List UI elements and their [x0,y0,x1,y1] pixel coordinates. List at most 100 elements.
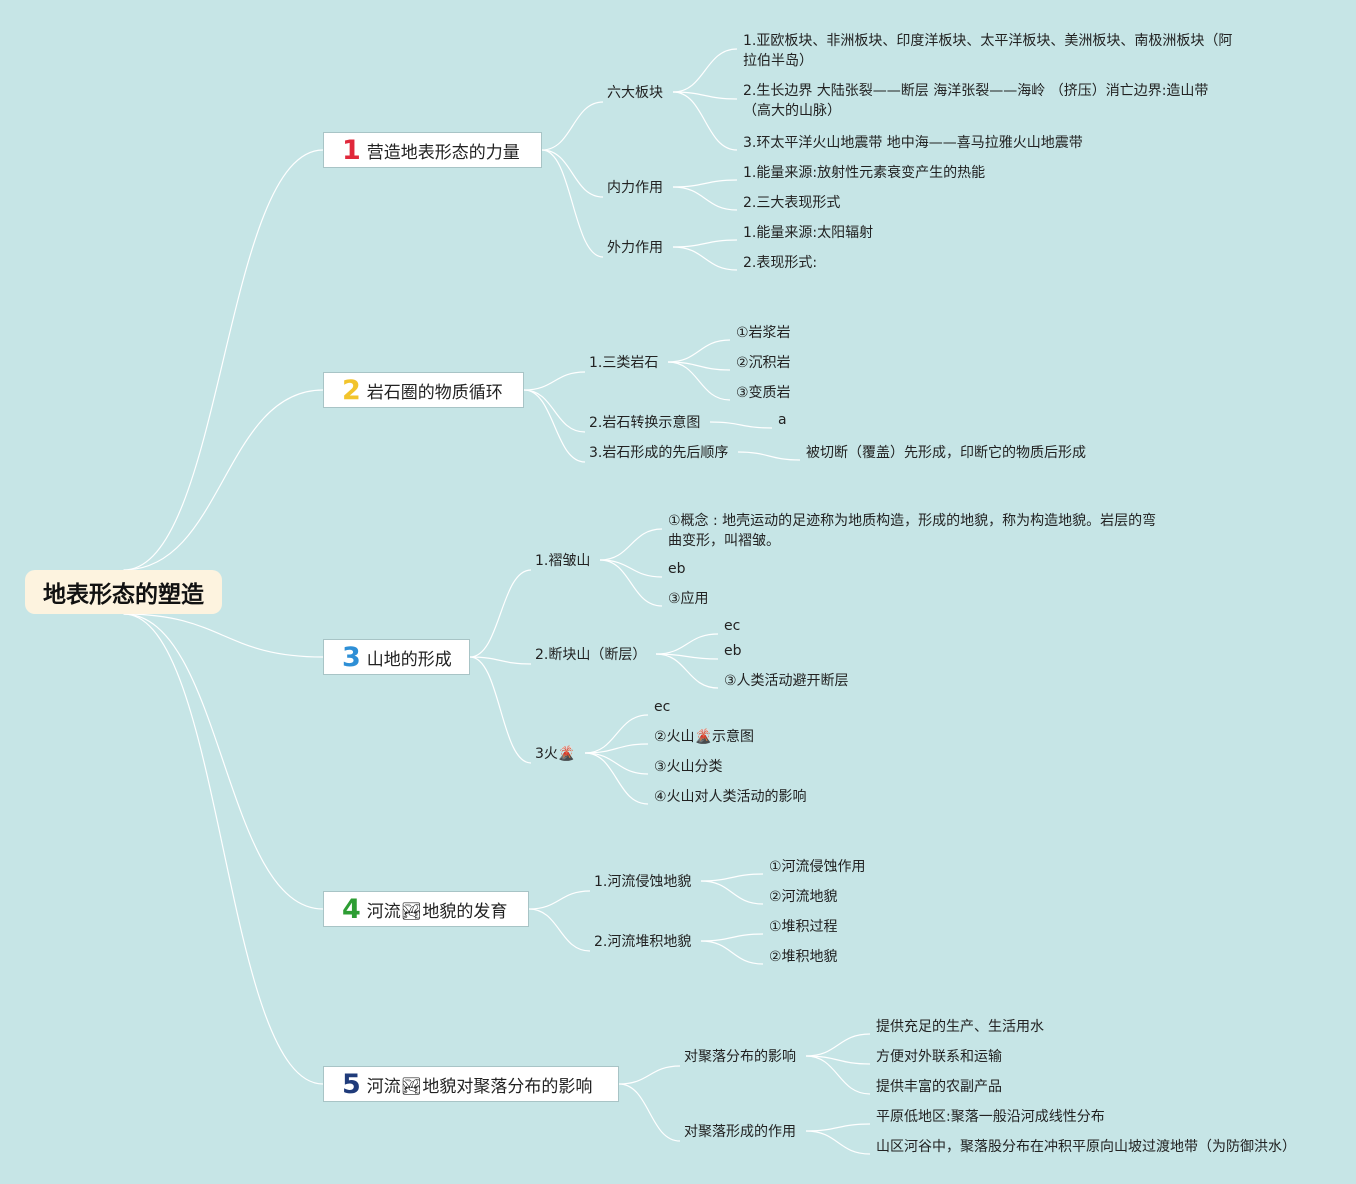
subtopic[interactable]: 2.河流堆积地貌 [594,934,692,950]
leaf-topic[interactable]: 1.亚欧板块、非洲板块、印度洋板块、太平洋板块、美洲板块、南极洲板块（阿拉伯半岛… [743,33,1233,69]
connector-line [700,880,764,905]
connector-line [655,653,719,660]
connector-line [123,613,324,658]
topic-number: 3 [342,641,361,673]
subtopic[interactable]: 六大板块 [607,85,663,101]
leaf-topic[interactable]: ①概念 : 地壳运动的足迹称为地质构造，形成的地貌，称为构造地貌。岩层的弯曲变形… [668,513,1157,549]
main-topic-1[interactable]: 1 营造地表形态的力量 [323,132,542,168]
leaf-topic[interactable]: a [778,412,787,428]
leaf-topic[interactable]: ③火山分类 [654,759,723,775]
connector-line [599,559,663,607]
connector-line [599,559,663,578]
connector-line [523,389,586,463]
connector-line [805,1055,871,1095]
connector-line [672,239,738,248]
leaf-topic[interactable]: 山区河谷中，聚落股分布在冲积平原向山坡过渡地带（为防御洪水） [876,1139,1296,1155]
connector-line [618,1065,681,1085]
subtopic[interactable]: 1.三类岩石 [589,355,659,371]
connector-line [541,149,604,258]
connector-line [667,361,731,371]
subtopic[interactable]: 外力作用 [607,240,663,256]
connector-line [805,1055,871,1065]
leaf-topic[interactable]: ②河流地貌 [769,889,838,905]
leaf-topic[interactable]: ④火山对人类活动的影响 [654,789,807,805]
subtopic[interactable]: 对聚落形成的作用 [684,1124,796,1140]
leaf-topic[interactable]: 3.环太平洋火山地震带 地中海——喜马拉雅火山地震带 [743,135,1083,151]
connector-line [667,339,731,363]
connector-line [700,933,764,942]
connector-line [737,451,801,461]
connector-line [528,890,591,910]
connector-line [123,613,324,1085]
subtopic[interactable]: 内力作用 [607,180,663,196]
leaf-topic[interactable]: ①岩浆岩 [736,325,791,341]
leaf-topic[interactable]: ③人类活动避开断层 [724,673,849,689]
connector-line [655,653,719,689]
connector-line [523,389,586,433]
connector-line [584,752,649,805]
leaf-topic[interactable]: ②沉积岩 [736,355,791,371]
leaf-topic[interactable]: 2.生长边界 大陆张裂——断层 海洋张裂——海岭 （挤压）消亡边界:造山带（高大… [743,83,1209,119]
subtopic[interactable]: 2.断块山（断层） [535,647,647,663]
topic-label: 河流🏞地貌的发育 [366,901,508,922]
topic-label: 河流🏞地貌对聚落分布的影响 [366,1076,593,1097]
leaf-topic[interactable]: 2.三大表现形式 [743,195,841,211]
leaf-topic[interactable]: ec [724,618,741,634]
connector-line [709,421,773,429]
subtopic[interactable]: 3.岩石形成的先后顺序 [589,445,729,461]
leaf-topic[interactable]: 方便对外联系和运输 [876,1049,1002,1065]
connector-line [123,389,324,571]
connector-line [805,1033,871,1057]
main-topic-4[interactable]: 4 河流🏞地貌的发育 [323,891,529,927]
leaf-topic[interactable]: 1.能量来源:放射性元素衰变产生的热能 [743,165,986,181]
leaf-topic[interactable]: ec [654,699,671,715]
leaf-topic[interactable]: ①河流侵蚀作用 [769,859,866,875]
main-topic-5[interactable]: 5 河流🏞地貌对聚落分布的影响 [323,1066,619,1102]
connector-line [584,743,649,754]
leaf-topic[interactable]: 2.表现形式: [743,255,818,271]
topic-label: 岩石圈的物质循环 [366,382,503,403]
subtopic[interactable]: 2.岩石转换示意图 [589,415,701,431]
leaf-topic[interactable]: ③应用 [668,591,709,607]
leaf-topic[interactable]: 提供丰富的农副产品 [876,1079,1002,1095]
subtopic[interactable]: 3火🌋 [535,746,576,762]
leaf-topic[interactable]: ②火山🌋示意图 [654,729,754,745]
connector-line [655,633,719,655]
connector-line [123,149,324,571]
connector-line [700,873,764,882]
main-topic-3[interactable]: 3 山地的形成 [323,639,470,675]
leaf-topic[interactable]: 被切断（覆盖）先形成，印断它的物质后形成 [806,445,1086,461]
connector-line [469,656,532,764]
connector-line [523,371,586,391]
leaf-topic[interactable]: eb [724,643,742,659]
topic-number: 1 [342,134,361,166]
connector-line [618,1083,681,1142]
subtopic[interactable]: 对聚落分布的影响 [684,1049,796,1065]
connector-line [700,940,764,965]
leaf-topic[interactable]: 1.能量来源:太阳辐射 [743,225,874,241]
connector-line [469,656,532,665]
connector-line [541,101,604,151]
connector-line [672,48,738,93]
main-topic-2[interactable]: 2 岩石圈的物质循环 [323,372,524,408]
leaf-topic[interactable]: eb [668,561,686,577]
connector-line [667,361,731,401]
connector-line [599,528,663,561]
leaf-topic[interactable]: ①堆积过程 [769,919,838,935]
topic-number: 2 [342,374,361,406]
leaf-topic[interactable]: ③变质岩 [736,385,791,401]
leaf-topic[interactable]: 提供充足的生产、生活用水 [876,1019,1044,1035]
connector-line [672,179,738,188]
leaf-topic[interactable]: 平原低地区:聚落一般沿河成线性分布 [876,1109,1105,1125]
subtopic[interactable]: 1.河流侵蚀地貌 [594,874,692,890]
connector-line [469,569,532,658]
connector-line [584,714,649,754]
connector-line [528,908,591,952]
subtopic[interactable]: 1.褶皱山 [535,553,591,569]
connector-line [584,752,649,775]
root-topic[interactable]: 地表形态的塑造 [25,570,222,614]
topic-number: 5 [342,1068,361,1100]
connector-line [672,186,738,211]
leaf-topic[interactable]: ②堆积地貌 [769,949,838,965]
